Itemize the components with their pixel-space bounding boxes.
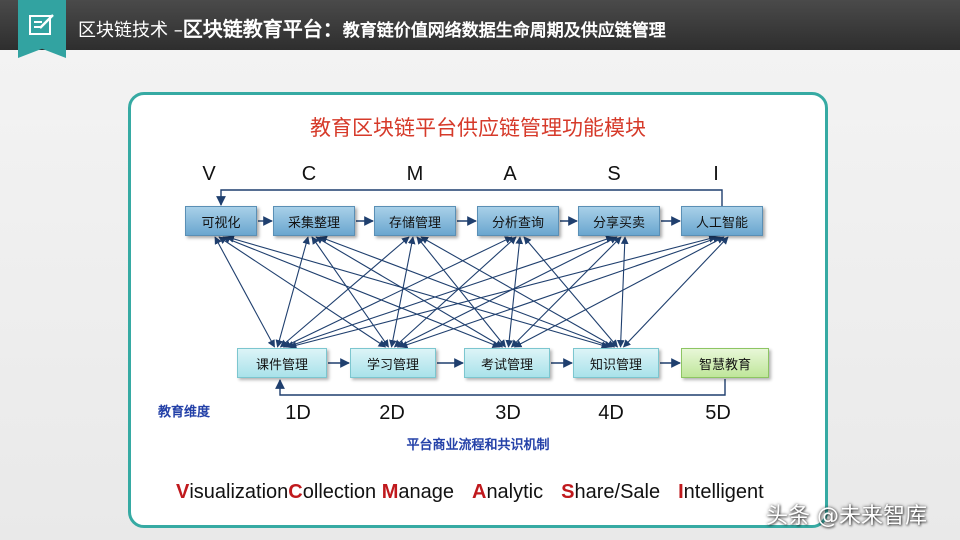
vcmasi-letter: S: [607, 163, 621, 185]
mesh-arrow: [622, 236, 729, 348]
mesh-arrow: [523, 236, 618, 348]
mesh-arrow: [275, 236, 310, 348]
legend-term: Manage: [382, 481, 454, 503]
feedback-loop-bottom: [275, 379, 726, 396]
dimension-label: 5D: [705, 402, 731, 424]
edit-document-icon: [29, 14, 54, 35]
top-module-box: 存储管理: [374, 206, 456, 236]
vcmasi-legend: VisualizationCollection Manage Analytic Sh…: [176, 481, 764, 504]
legend-term: Analytic: [472, 481, 543, 503]
legend-word: ollection: [302, 481, 382, 503]
mesh-arrow: [393, 236, 517, 348]
bottom-module-box: 学习管理: [350, 348, 436, 378]
mesh-arrow: [616, 236, 629, 348]
panel-title: 教育区块链平台供应链管理功能模块: [310, 116, 646, 140]
legend-term: Visualization: [176, 481, 288, 503]
header-title-sep: ：: [322, 17, 343, 41]
legend-word: isualization: [189, 481, 289, 503]
mesh-arrow: [282, 236, 513, 348]
dimension-label: 3D: [495, 402, 521, 424]
vcmasi-letter: M: [406, 163, 424, 185]
top-module-box: 可视化: [185, 206, 257, 236]
slide-header: 区块链技术 –区块链教育平台：教育链价值网络数据生命周期及供应链管理: [0, 0, 960, 58]
top-module-box: 采集整理: [273, 206, 355, 236]
legend-initial: S: [561, 481, 575, 503]
legend-word: nalytic: [486, 481, 544, 503]
header-badge: [18, 0, 66, 58]
legend-initial: A: [471, 481, 487, 503]
legend-initial: I: [678, 481, 684, 503]
header-title: 区块链技术 –区块链教育平台：教育链价值网络数据生命周期及供应链管理: [78, 13, 666, 42]
vcmasi-letter: I: [713, 163, 719, 185]
mesh-arrow: [288, 235, 717, 349]
dimension-label: 2D: [379, 402, 405, 424]
bottom-module-box: 课件管理: [237, 348, 327, 378]
legend-initial: C: [288, 481, 303, 503]
header-title-sub: 教育链价值网络数据生命周期及供应链管理: [342, 21, 666, 41]
legend-initial: V: [176, 481, 190, 503]
bottom-module-box: 考试管理: [464, 348, 550, 378]
legend-word: hare/Sale: [574, 481, 661, 503]
dimension-label: 1D: [285, 402, 311, 424]
dimension-label: 4D: [598, 402, 624, 424]
legend-term: Collection: [288, 481, 381, 503]
bottom-module-box: 智慧教育: [681, 348, 769, 378]
mesh-arrow: [513, 236, 725, 348]
legend-initial: M: [381, 481, 399, 503]
watermark: 头条 @未来智库: [766, 504, 927, 529]
header-title-main: 区块链教育平台: [182, 17, 323, 41]
top-module-box: 人工智能: [681, 206, 763, 236]
mesh-arrow: [226, 235, 610, 349]
top-module-box: 分析查询: [477, 206, 559, 236]
top-module-box: 分享买卖: [578, 206, 660, 236]
legend-term: Intelligent: [678, 481, 764, 503]
legend-term: Share/Sale: [561, 481, 660, 503]
feedback-loop-top: [216, 189, 723, 206]
header-title-prefix: 区块链技术 –: [78, 20, 183, 41]
education-dimension-label: 教育维度: [158, 405, 211, 420]
business-flow-label: 平台商业流程和共识机制: [406, 438, 550, 453]
vcmasi-letter: A: [503, 163, 517, 185]
vcmasi-letter: C: [301, 163, 317, 185]
mesh-arrow: [319, 235, 613, 349]
legend-word: anage: [398, 481, 454, 503]
bottom-module-box: 知识管理: [573, 348, 659, 378]
vcmasi-letter: V: [202, 163, 216, 185]
mesh-arrow: [311, 236, 389, 348]
legend-word: ntelligent: [683, 481, 764, 503]
